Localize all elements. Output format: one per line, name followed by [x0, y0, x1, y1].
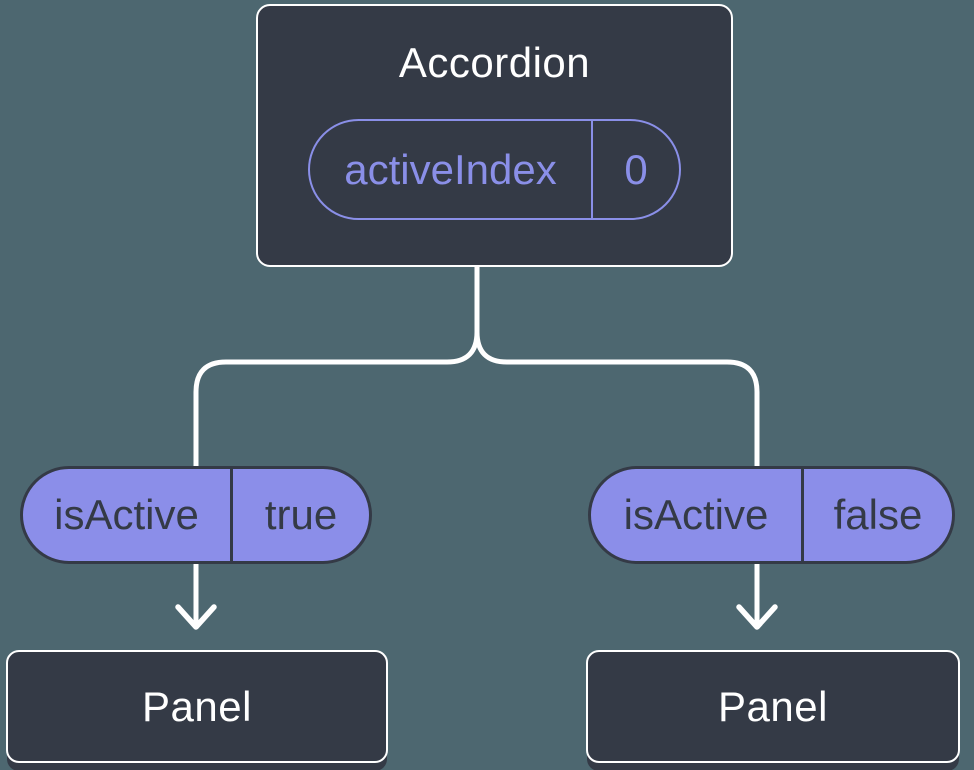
- state-pill-value: true: [230, 469, 369, 561]
- panel-node-title: Panel: [142, 682, 252, 730]
- panel-node-title: Panel: [718, 682, 828, 730]
- accordion-node: Accordion activeIndex 0: [256, 4, 733, 267]
- is-active-state-pill-left: isActive true: [20, 466, 372, 564]
- state-pill-value: false: [801, 469, 952, 561]
- arrow-head: [175, 604, 217, 630]
- active-index-prop-pill: activeIndex 0: [308, 119, 681, 221]
- connector-branch-right: [474, 329, 760, 470]
- arrow-down-right-icon: [736, 561, 778, 630]
- connector-branch-left: [193, 260, 480, 470]
- prop-pill-label: activeIndex: [344, 145, 557, 193]
- state-pill-label: isActive: [54, 491, 199, 538]
- is-active-state-pill-right: isActive false: [588, 466, 955, 564]
- arrow-head: [736, 604, 778, 630]
- prop-pill-value: 0: [591, 121, 679, 219]
- panel-node-right: Panel: [586, 650, 960, 763]
- arrow-down-left-icon: [175, 561, 217, 630]
- accordion-node-title: Accordion: [398, 39, 591, 86]
- state-pill-label: isActive: [623, 491, 769, 538]
- panel-node-left: Panel: [6, 650, 388, 763]
